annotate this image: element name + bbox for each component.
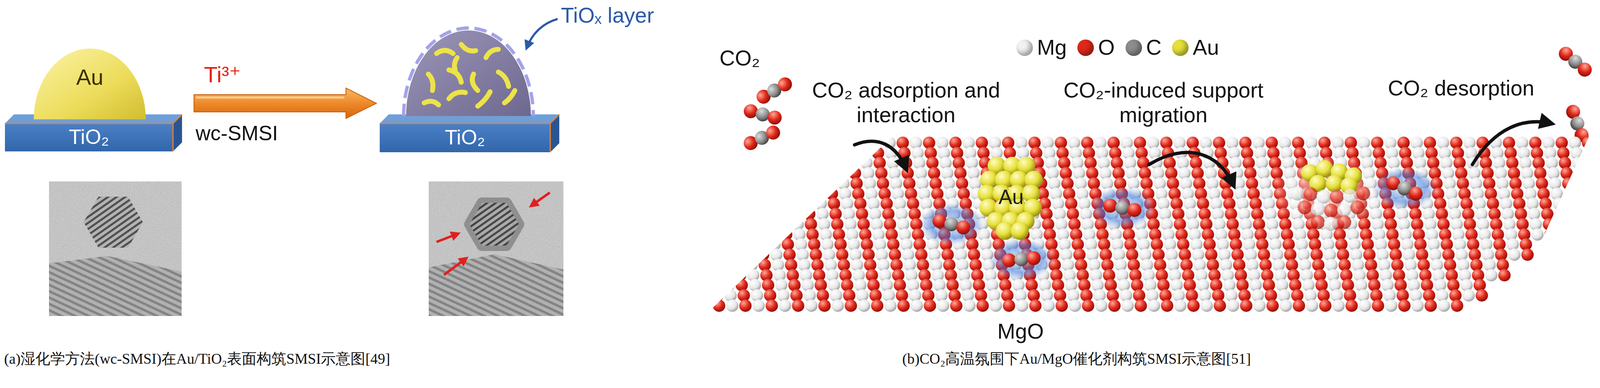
tio2-support: TiO₂ — [4, 114, 183, 152]
label-slot: CO₂ desorption — [1387, 76, 1535, 101]
legend-text: C — [1146, 35, 1162, 61]
leader-arrow — [526, 18, 558, 48]
step-label: CO₂ desorption — [1387, 76, 1535, 101]
node-text: TiO₂ — [444, 126, 486, 150]
legend-text: Mg — [1037, 35, 1067, 61]
step-label: CO₂ adsorption and interaction — [798, 78, 1014, 128]
mgo-surface — [475, 136, 1600, 313]
label-slot: CO₂ — [719, 46, 760, 71]
legend-swatch — [1125, 39, 1143, 57]
label-slot: CO₂ adsorption and interaction — [798, 78, 1014, 128]
ion-label: Ti³⁺ — [203, 61, 241, 88]
legend-item: O — [1077, 35, 1115, 61]
legend-swatch — [1016, 39, 1033, 57]
node-text: Au — [76, 64, 104, 90]
legend-item: Mg — [1016, 35, 1067, 61]
caption: (b)CO₂高温氛围下Au/MgO催化剂构筑SMSI示意图[51] — [902, 350, 1252, 368]
support-label: MgO — [997, 319, 1045, 345]
molecule-label: CO₂ — [719, 46, 760, 71]
label-slot: Ti³⁺ — [203, 61, 241, 88]
label-slot: (a)湿化学方法(wc-SMSI)在Au/TiO₂表面构筑SMSI示意图[49] — [4, 350, 391, 368]
caption: (a)湿化学方法(wc-SMSI)在Au/TiO₂表面构筑SMSI示意图[49] — [4, 350, 391, 368]
co2-molecule — [741, 44, 1595, 153]
label-slot: CO₂-induced support migration — [1048, 78, 1279, 128]
layer-label: TiOₓ layer — [560, 3, 655, 29]
encapsulated-cluster — [1272, 156, 1388, 232]
process-arrow — [854, 121, 1551, 186]
label-slot: wc-SMSI — [195, 121, 278, 146]
tem-image — [49, 181, 182, 317]
node-text: Au — [998, 185, 1024, 210]
legend-swatch — [1172, 39, 1189, 57]
gold-nanoparticle: Au — [33, 46, 146, 120]
legend-text: Au — [1192, 35, 1220, 61]
legend-item: C — [1125, 35, 1162, 61]
step-label: CO₂-induced support migration — [1048, 78, 1279, 128]
legend: Mg O C Au — [1016, 35, 1220, 61]
tem-image — [428, 181, 564, 317]
reaction-arrow — [193, 88, 377, 119]
node-text: TiO₂ — [68, 125, 110, 150]
label-slot: TiOₓ layer — [560, 3, 655, 29]
method-label: wc-SMSI — [195, 121, 278, 146]
gold-cluster: Au — [976, 154, 1047, 241]
label-slot: MgO — [997, 319, 1045, 345]
legend-text: O — [1097, 35, 1115, 61]
legend-item: Au — [1172, 35, 1220, 61]
tio2-support: TiO₂ — [379, 114, 560, 153]
label-slot: (b)CO₂高温氛围下Au/MgO催化剂构筑SMSI示意图[51] — [902, 350, 1252, 368]
legend-swatch — [1077, 39, 1094, 57]
